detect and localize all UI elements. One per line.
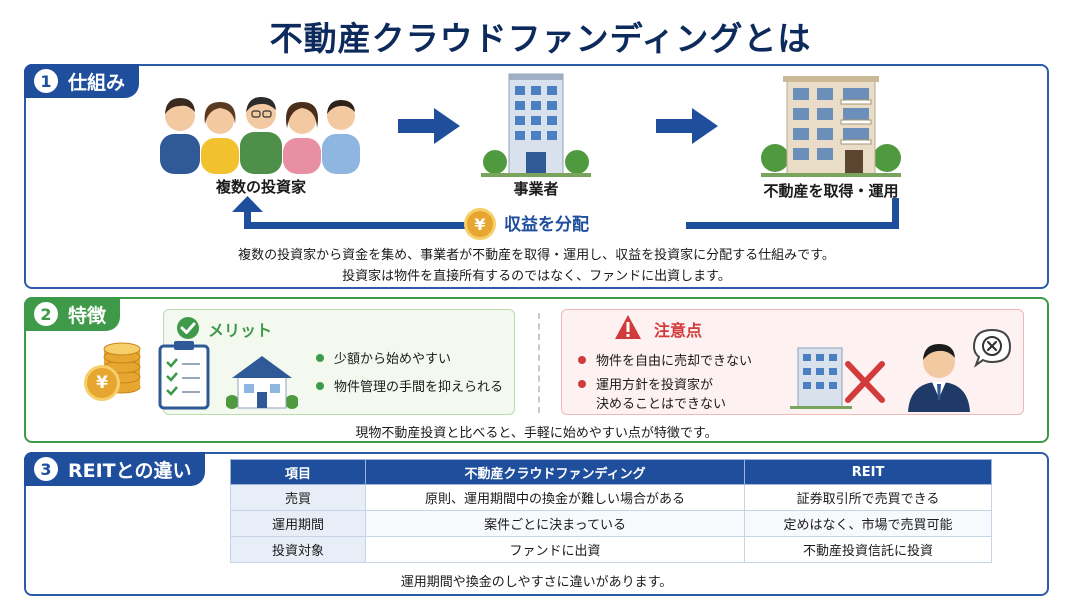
divider [538, 313, 540, 413]
section-features: 2 特徴 ¥ メリット [24, 297, 1049, 443]
arrow-right-icon [398, 108, 460, 144]
section-tag-reit-difference: 3 REITとの違い [24, 452, 206, 486]
clipboard-checklist-icon [158, 341, 210, 410]
table-cell: ファンドに出資 [364, 536, 746, 563]
merit-box: メリット 少額から始めやすい 物件管理の手間を抑えられる [158, 309, 515, 415]
table-cell: 売買 [230, 484, 366, 511]
house-icon [226, 356, 298, 409]
mechanism-description-line1: 複数の投資家から資金を集め、事業者が不動産を取得・運用し、収益を投資家に分配する… [238, 248, 835, 263]
table-header: 不動産クラウドファンディング [364, 459, 746, 485]
list-item: 運用方針を投資家が [578, 374, 713, 393]
caution-title: 注意点 [654, 321, 703, 340]
table-cell: 不動産投資信託に投資 [744, 536, 992, 563]
merit-title: メリット [208, 321, 273, 340]
table-cell: 証券取引所で売買できる [744, 484, 992, 511]
section-number: 1 [34, 69, 58, 93]
property-label: 不動産を取得・運用 [763, 182, 899, 200]
office-building-icon [481, 73, 591, 177]
caution-box: 注意点 物件を自由に売却できない 運用方針を投資家が 決めることはできない [561, 309, 1024, 415]
table-header-row: 項目 不動産クラウドファンディング REIT [230, 459, 992, 485]
table-row: 売買 原則、運用期間中の換金が難しい場合がある 証券取引所で売買できる [230, 484, 992, 511]
section-label: 特徴 [68, 304, 107, 327]
features-summary: 現物不動産投資と比べると、手軽に始めやすい点が特徴です。 [355, 426, 718, 441]
businessman-icon [908, 344, 970, 412]
table-cell: 定めはなく、市場で売買可能 [744, 510, 992, 537]
table-cell: 原則、運用期間中の換金が難しい場合がある [364, 484, 746, 511]
building-cross-icon [790, 347, 885, 409]
section-tag-features: 2 特徴 [24, 297, 121, 331]
table-cell: 投資対象 [230, 536, 366, 563]
table-row: 投資対象 ファンドに出資 不動産投資信託に投資 [230, 536, 992, 563]
section-mechanism: 1 仕組み 複数の投資家 [24, 64, 1049, 289]
section-label: REITとの違い [68, 459, 192, 482]
arrow-right-icon [656, 108, 718, 144]
table-row: 運用期間 案件ごとに決まっている 定めはなく、市場で売買可能 [230, 510, 992, 537]
section-number: 2 [34, 302, 58, 326]
section-label: 仕組み [68, 71, 126, 94]
table-cell: 案件ごとに決まっている [364, 510, 746, 537]
table-header: 項目 [230, 459, 366, 485]
reit-summary: 運用期間や換金のしやすさに違いがあります。 [400, 575, 673, 590]
mechanism-description-line2: 投資家は物件を直接所有するのではなく、ファンドに出資します。 [342, 269, 731, 284]
warning-icon [615, 315, 641, 339]
speech-bubble-x-icon [972, 328, 1012, 368]
list-item: 物件を自由に売却できない [578, 350, 752, 369]
investors-label: 複数の投資家 [215, 178, 306, 196]
list-item: 物件管理の手間を抑えられる [316, 376, 503, 395]
distribution-label: 収益を分配 [504, 215, 589, 235]
bullet-dot [578, 355, 586, 364]
table-header: REIT [744, 459, 992, 485]
section-number: 3 [34, 457, 58, 481]
page-title: 不動産クラウドファンディングとは [269, 19, 812, 58]
bullet-dot [316, 353, 324, 362]
yen-coin-icon: ¥ [464, 208, 496, 240]
list-item: 少額から始めやすい [316, 348, 451, 367]
comparison-table: 項目 不動産クラウドファンディング REIT 売買 原則、運用期間中の換金が難し… [230, 459, 992, 563]
apartment-building-icon [761, 76, 901, 177]
yen-coin-icon: ¥ [84, 365, 120, 401]
bullet-dot [316, 381, 324, 390]
bullet-dot [578, 379, 586, 388]
list-item-continuation: 決めることはできない [596, 397, 727, 412]
table-cell: 運用期間 [230, 510, 366, 537]
operator-label: 事業者 [513, 180, 559, 198]
section-tag-mechanism: 1 仕組み [24, 64, 140, 98]
investors-icon [160, 97, 360, 174]
distribution-arrow-icon [232, 196, 899, 229]
section-reit-difference: 3 REITとの違い 項目 不動産クラウドファンディング REIT 売買 原則、… [24, 452, 1049, 596]
check-circle-icon [177, 317, 199, 339]
